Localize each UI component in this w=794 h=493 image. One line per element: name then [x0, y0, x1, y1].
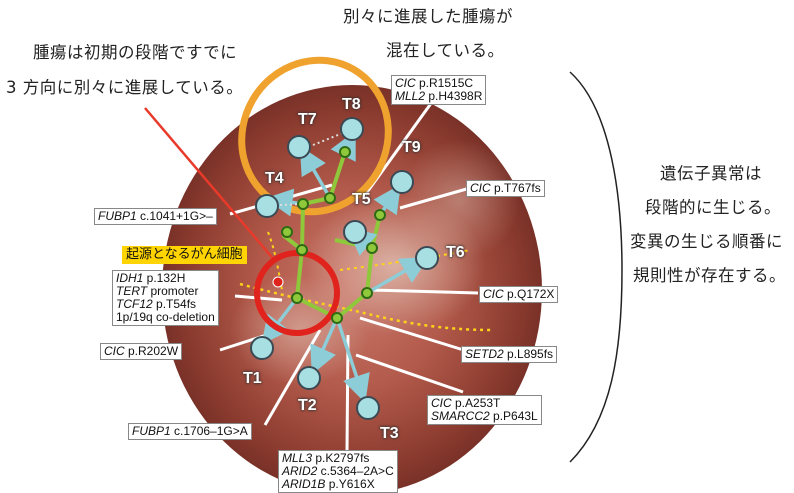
tumor-label-t2: T2	[298, 397, 317, 414]
mutation-label-setd2: SETD2 p.L895fs	[461, 346, 558, 363]
stepwise-note-line3: 変異の生じる順番に	[630, 232, 783, 251]
tumor-label-t5: T5	[352, 191, 371, 208]
mixed-tumor-note-line2: 混在している。	[386, 41, 505, 60]
mixed-tumor-note-line1: 別々に進展した腫瘍が	[343, 7, 513, 26]
origin-cell-marker	[272, 276, 284, 288]
mutation-label-trunk: IDH1 p.132H TERT promoter TCF12 p.T54fs …	[112, 270, 219, 326]
tumor-label-t1: T1	[243, 370, 262, 387]
tumor-label-t3: T3	[380, 425, 399, 442]
tumor-label-t7: T7	[298, 111, 317, 128]
early-divergence-note-line1: 腫瘍は初期の段階ですでに	[33, 43, 238, 62]
tumor-node-t4	[255, 194, 279, 218]
tumor-nodes	[250, 117, 439, 420]
tumor-label-t6: T6	[446, 244, 465, 261]
right-bracket	[569, 71, 623, 463]
brain-tissue-highlight	[400, 140, 520, 260]
tumor-node-t3	[356, 396, 380, 420]
stepwise-note-line2: 段階的に生じる。	[645, 198, 781, 217]
early-divergence-note-line2: 3 方向に別々に進展している。	[6, 78, 244, 97]
branch-nodes	[281, 146, 386, 324]
tumor-node-t7	[287, 135, 311, 159]
tumor-boundary-dotted-line	[239, 282, 493, 332]
stepwise-note-line1: 遺伝子異常は	[660, 164, 762, 183]
tumor-label-t8: T8	[342, 96, 361, 113]
cluster-dotted-connectors	[279, 132, 344, 206]
early-stage-pointer-line	[144, 107, 277, 263]
mutation-label-t3: CIC p.A253T SMARCC2 p.P643L	[427, 395, 542, 425]
mutation-label-t1: CIC p.R202W	[100, 343, 183, 360]
stepwise-note-line4: 規則性が存在する。	[633, 266, 786, 285]
mutation-label-fubp1-splice: FUBP1 c.1041+1G>–	[94, 208, 217, 225]
tumor-node-t5	[343, 220, 367, 244]
mutation-label-t9: CIC p.T767fs	[466, 180, 545, 197]
tumor-node-t2	[297, 366, 321, 390]
mutation-label-t6: CIC p.Q172X	[479, 286, 559, 303]
mutation-label-t8: CIC p.R1515C MLL2 p.H4398R	[391, 75, 487, 105]
tumor-node-t6	[415, 246, 439, 270]
origin-cell-label: 起源となるがん細胞	[122, 246, 247, 264]
tumor-label-t9: T9	[402, 139, 421, 156]
tumor-node-t8	[340, 117, 364, 141]
tumor-node-t9	[390, 170, 414, 194]
mutation-label-t2: MLL3 p.K2797fs ARID2 c.5364–2A>C ARID1B …	[278, 450, 398, 493]
tumor-label-t4: T4	[265, 170, 284, 187]
tumor-node-t1	[250, 336, 274, 360]
mutation-label-fubp1-t2: FUBP1 c.1706–1G>A	[128, 423, 252, 440]
